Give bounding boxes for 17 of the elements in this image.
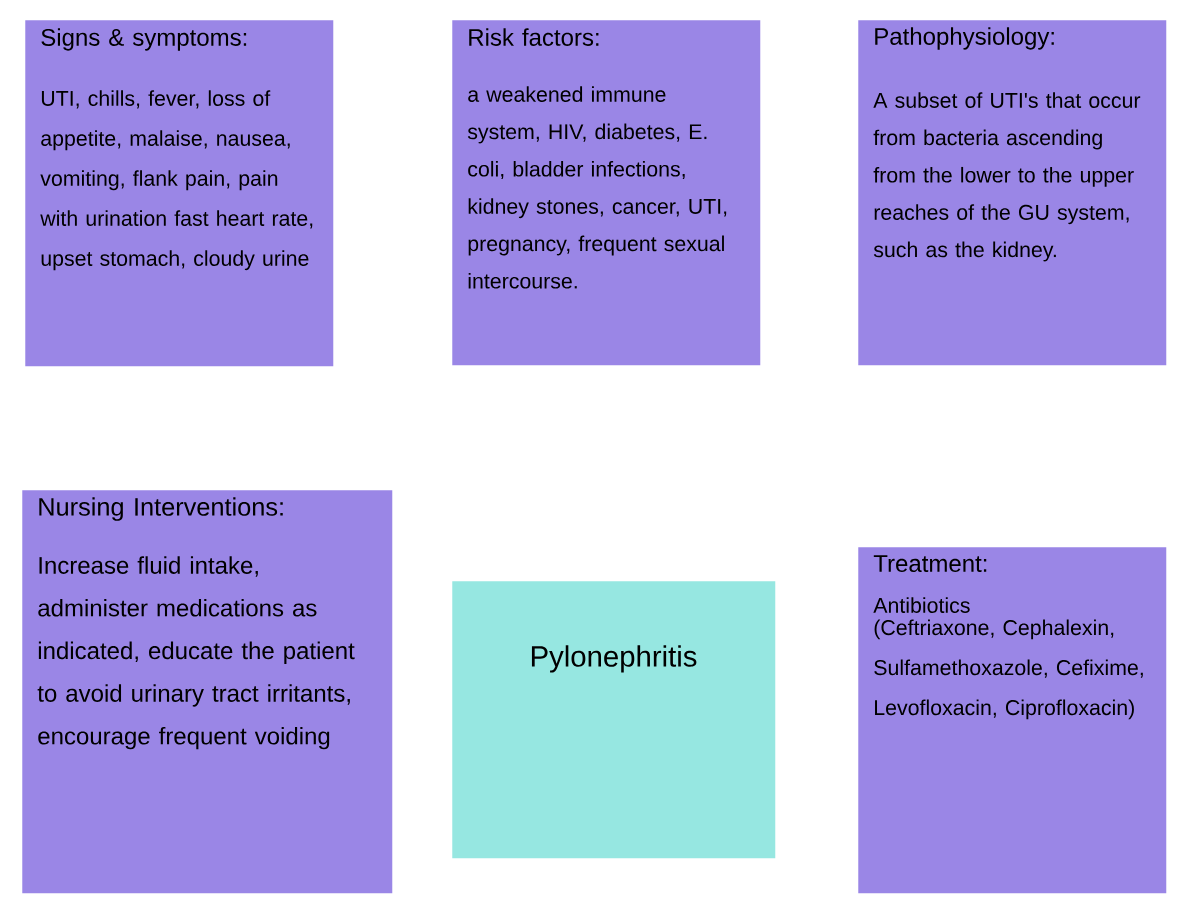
note-heading: Treatment: — [873, 555, 987, 572]
sticky-note — [452, 20, 761, 366]
sticky-note — [25, 20, 334, 367]
sticky-note — [22, 490, 393, 894]
note-heading: Signs & symptoms: — [41, 28, 247, 51]
note-text: A subset of UTI's that occur from bacteria ascending from the lower to the upper reaches of the GU system, such as the kidney. — [873, 92, 1141, 262]
note-text: Increase fluid intake, administer medications as indicated, educate the patient to avoid urinary tract irritants, encourage frequent voiding — [37, 556, 355, 750]
note-text: a weakened immune system, HIV, diabetes, E. coli, bladder infections, kidney stones, cancer, UTI, pregnancy, frequent sexual intercourse. — [467, 86, 727, 289]
note-text: UTI, chills, fever, loss of appetite, malaise, nausea, vomiting, flank pain, pain with urination fast heart rate, upset stomach, cloudy urine — [40, 90, 313, 271]
sticky-note — [858, 547, 1167, 894]
note-heading: Risk factors: — [469, 28, 599, 46]
note-heading: Nursing Interventions: — [39, 497, 283, 521]
note-text: Antibiotics — [873, 597, 970, 613]
sticky-note — [858, 20, 1167, 366]
note-text: (Ceftriaxone, Cephalexin, Sulfamethoxazole, Cefixime, Levofloxacin, Ciprofloxacin) — [874, 619, 1143, 720]
note-heading: Pathophysiology: — [875, 27, 1054, 50]
sticky-note: Pylonephritis — [452, 581, 776, 859]
